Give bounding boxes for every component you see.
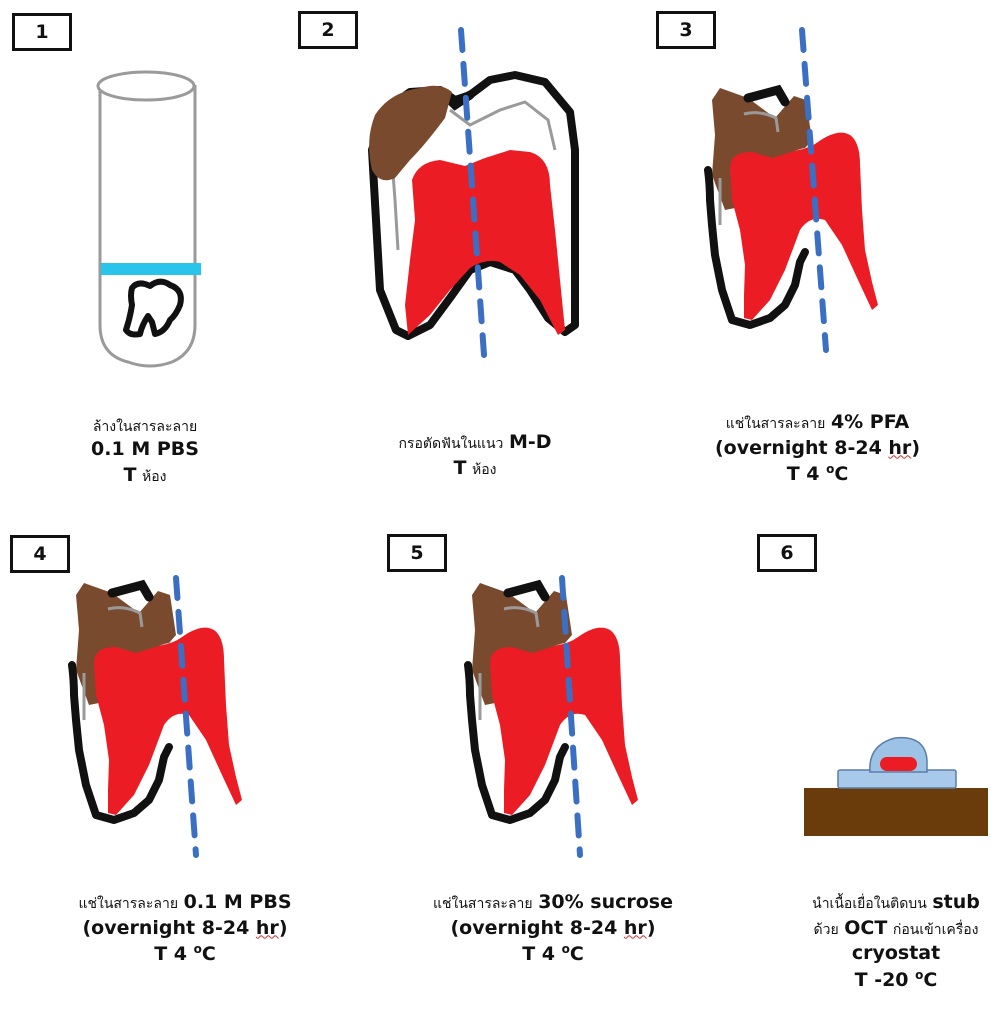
caption-text: T 4 [522,943,561,965]
caption-text: ห้อง [472,462,496,478]
caption-text: (overnight 8-24 [83,917,256,939]
step-6-caption: นำเนื้อเยื่อในติดบน stub ด้วย OCT ก่อนเข… [790,890,1002,994]
caption-text: ก่อนเข้าเครื่อง [893,922,979,938]
step-4-illustration [72,583,242,820]
step-2-caption: กรอตัดฟันในแนว M-D T ห้อง [365,430,585,481]
caption-text: stub [932,891,980,913]
caption-text: (overnight 8-24 [451,917,624,939]
step-4-caption: แช่ในสารละลาย 0.1 M PBS (overnight 8-24 … [40,890,330,968]
caption-line: 0.1 M PBS [40,437,250,463]
test-tube [100,85,195,366]
caption-text: แช่ในสารละลาย [78,896,178,912]
stub-base [804,788,988,836]
caption-text: T 4 [787,463,826,485]
caption-text: hr [624,917,647,939]
caption-text: T [123,464,136,486]
step-3-caption: แช่ในสารละลาย 4% PFA (overnight 8-24 hr)… [690,410,945,488]
step-5-caption: แช่ในสารละลาย 30% sucrose (overnight 8-2… [398,890,708,968]
step-5-illustration [468,583,638,820]
caption-text: กรอตัดฟันในแนว [398,436,503,452]
caption-text: hr [256,917,279,939]
caption-text: นำเนื้อเยื่อในติดบน [812,896,927,912]
caption-text: ) [647,917,656,939]
caption-text: แช่ในสารละลาย [433,896,533,912]
caption-text: 0.1 M PBS [184,891,292,913]
step-2-illustration [369,30,575,355]
caption-text: hr [888,437,911,459]
step-1-caption: ล้างในสารละลาย 0.1 M PBS T ห้อง [40,418,250,488]
caption-text: ) [911,437,920,459]
degree-sign: o [562,942,570,956]
pbs-level [101,263,201,275]
caption-text: T -20 [855,969,916,991]
caption-line: ล้างในสารละลาย [40,418,250,437]
tissue-sample [880,757,917,771]
caption-text: T [453,457,466,479]
caption-text: ) [279,917,288,939]
caption-text: ด้วย [814,922,839,938]
caption-text: M-D [509,431,552,453]
caption-text: ห้อง [142,469,166,485]
caption-text: 4% PFA [831,411,909,433]
degree-sign: o [194,942,202,956]
caption-text: แช่ในสารละลาย [726,416,826,432]
caption-text: C [834,463,848,485]
step-6-illustration [804,738,988,836]
step-3-illustration [708,88,878,325]
caption-line: cryostat [790,941,1002,967]
caption-text: C [570,943,584,965]
step-1-illustration [98,72,201,366]
caption-text: C [923,969,937,991]
caption-text: 30% sucrose [538,891,673,913]
caption-text: (overnight 8-24 [715,437,888,459]
caption-text: OCT [844,917,887,939]
caption-text: T 4 [154,943,193,965]
caption-text: C [202,943,216,965]
